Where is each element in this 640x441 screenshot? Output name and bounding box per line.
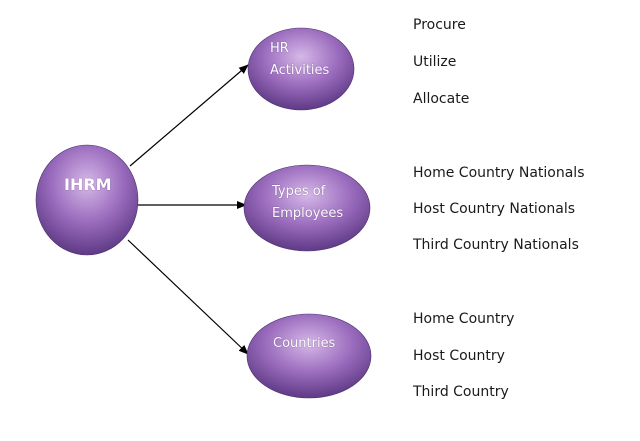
types-of-employees-label: Types of Employees bbox=[272, 184, 344, 221]
item-third-country: Third Country bbox=[413, 384, 509, 400]
root-node-label: IHRM bbox=[64, 175, 112, 194]
countries-label: Countries bbox=[273, 336, 336, 351]
item-host-country-nationals: Host Country Nationals bbox=[413, 201, 576, 217]
item-third-country-nationals: Third Country Nationals bbox=[413, 237, 579, 253]
item-procure: Procure bbox=[413, 17, 466, 33]
item-home-country-nationals: Home Country Nationals bbox=[413, 165, 585, 181]
node-hr-activities bbox=[247, 27, 355, 111]
item-host-country: Host Country bbox=[413, 348, 505, 364]
item-allocate: Allocate bbox=[413, 91, 470, 107]
item-utilize: Utilize bbox=[413, 54, 457, 70]
hr-activities-label: HR Activities bbox=[270, 41, 330, 78]
item-home-country: Home Country bbox=[413, 311, 515, 327]
node-countries bbox=[246, 313, 372, 399]
arrow-to-countries bbox=[127, 239, 249, 355]
arrow-to-hr-activities bbox=[129, 64, 249, 167]
node-types-of-employees bbox=[243, 164, 371, 252]
root-node-ihrm bbox=[35, 144, 139, 256]
